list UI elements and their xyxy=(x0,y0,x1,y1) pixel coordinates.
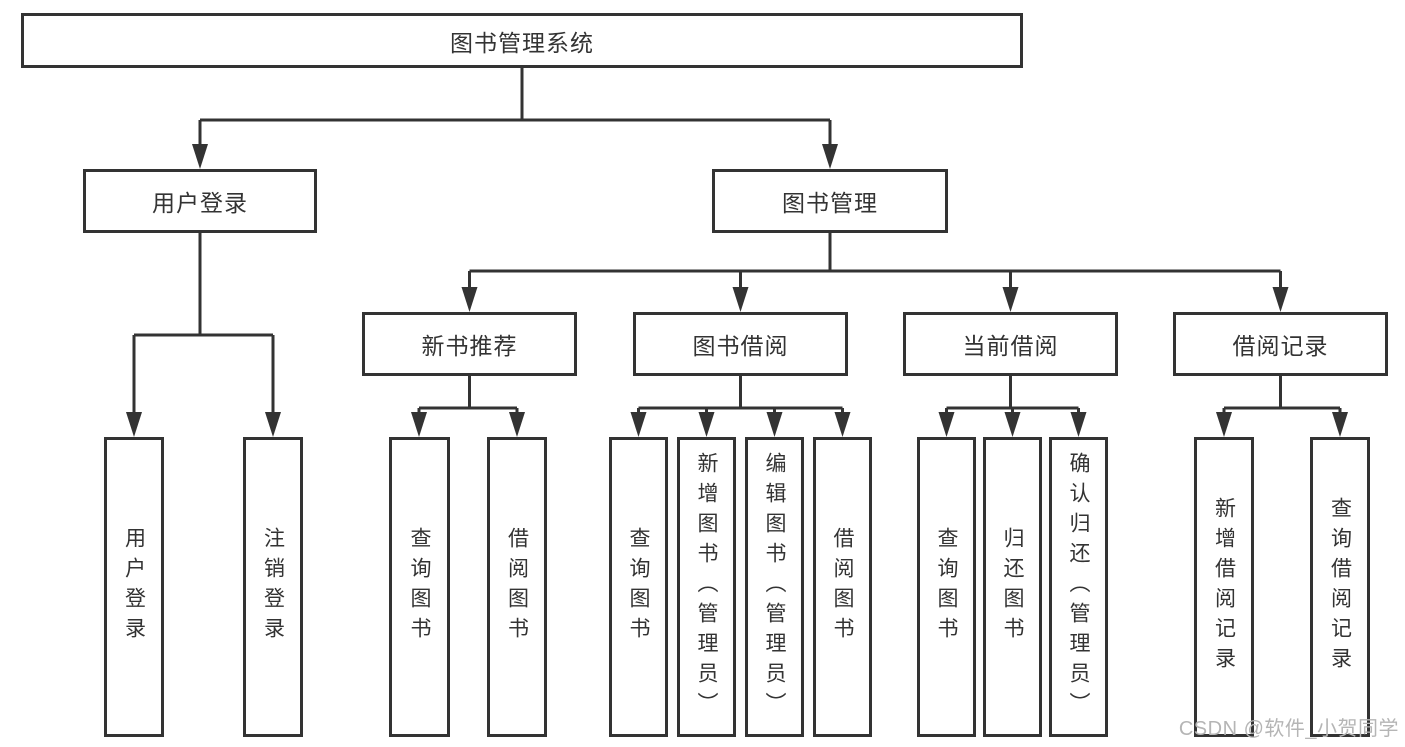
leaf-logout: 注销登录 xyxy=(243,437,303,737)
leaf-label: 新增借阅记录 xyxy=(1212,497,1236,677)
arrow-down-icon xyxy=(822,144,838,169)
arrow-down-icon xyxy=(732,287,749,312)
leaf-label: 借阅图书 xyxy=(831,527,854,647)
arrow-down-icon xyxy=(938,412,955,437)
arrow-down-icon xyxy=(1070,412,1087,437)
arrow-down-icon xyxy=(461,287,478,312)
node-borrowing-records: 借阅记录 xyxy=(1173,312,1388,376)
arrow-down-icon xyxy=(411,412,427,437)
leaf-add-borrow-record: 新增借阅记录 xyxy=(1194,437,1254,737)
leaf-label: 确认归还（管理员） xyxy=(1067,452,1090,722)
leaf-query-books: 查询图书 xyxy=(917,437,976,737)
leaf-borrow-books: 借阅图书 xyxy=(487,437,547,737)
csdn-watermark: CSDN @软件_小贺同学 xyxy=(1178,718,1399,740)
leaf-label: 借阅图书 xyxy=(505,527,529,647)
node-book-management: 图书管理 xyxy=(712,169,948,233)
leaf-query-books: 查询图书 xyxy=(389,437,450,737)
leaf-label: 用户登录 xyxy=(122,527,146,647)
node-new-book-recommendation: 新书推荐 xyxy=(362,312,577,376)
leaf-label: 注销登录 xyxy=(261,527,285,647)
leaf-query-books: 查询图书 xyxy=(609,437,668,737)
leaf-label: 查询图书 xyxy=(935,527,958,647)
arrow-down-icon xyxy=(834,412,851,437)
arrow-down-icon xyxy=(630,412,647,437)
leaf-add-books-admin: 新增图书（管理员） xyxy=(677,437,736,737)
arrow-down-icon xyxy=(1332,412,1348,437)
node-book-borrowing: 图书借阅 xyxy=(633,312,848,376)
node-user-login: 用户登录 xyxy=(83,169,317,233)
leaf-label: 新增图书（管理员） xyxy=(695,452,718,722)
arrow-down-icon xyxy=(265,412,281,437)
arrow-down-icon xyxy=(192,144,208,169)
node-library-management-system: 图书管理系统 xyxy=(21,13,1023,68)
arrow-down-icon xyxy=(1002,287,1019,312)
leaf-edit-books-admin: 编辑图书（管理员） xyxy=(745,437,804,737)
leaf-user-login: 用户登录 xyxy=(104,437,164,737)
leaf-return-books: 归还图书 xyxy=(983,437,1042,737)
leaf-label: 查询图书 xyxy=(627,527,650,647)
arrow-down-icon xyxy=(509,412,525,437)
leaf-label: 查询借阅记录 xyxy=(1328,497,1352,677)
leaf-confirm-return-admin: 确认归还（管理员） xyxy=(1049,437,1108,737)
arrow-down-icon xyxy=(126,412,142,437)
arrow-down-icon xyxy=(1004,412,1021,437)
arrow-down-icon xyxy=(1272,287,1289,312)
leaf-borrow-books: 借阅图书 xyxy=(813,437,872,737)
arrow-down-icon xyxy=(766,412,783,437)
arrow-down-icon xyxy=(1216,412,1232,437)
leaf-label: 编辑图书（管理员） xyxy=(763,452,786,722)
leaf-query-borrow-record: 查询借阅记录 xyxy=(1310,437,1370,737)
leaf-label: 归还图书 xyxy=(1001,527,1024,647)
arrow-down-icon xyxy=(698,412,715,437)
node-current-borrowing: 当前借阅 xyxy=(903,312,1118,376)
leaf-label: 查询图书 xyxy=(408,527,431,647)
